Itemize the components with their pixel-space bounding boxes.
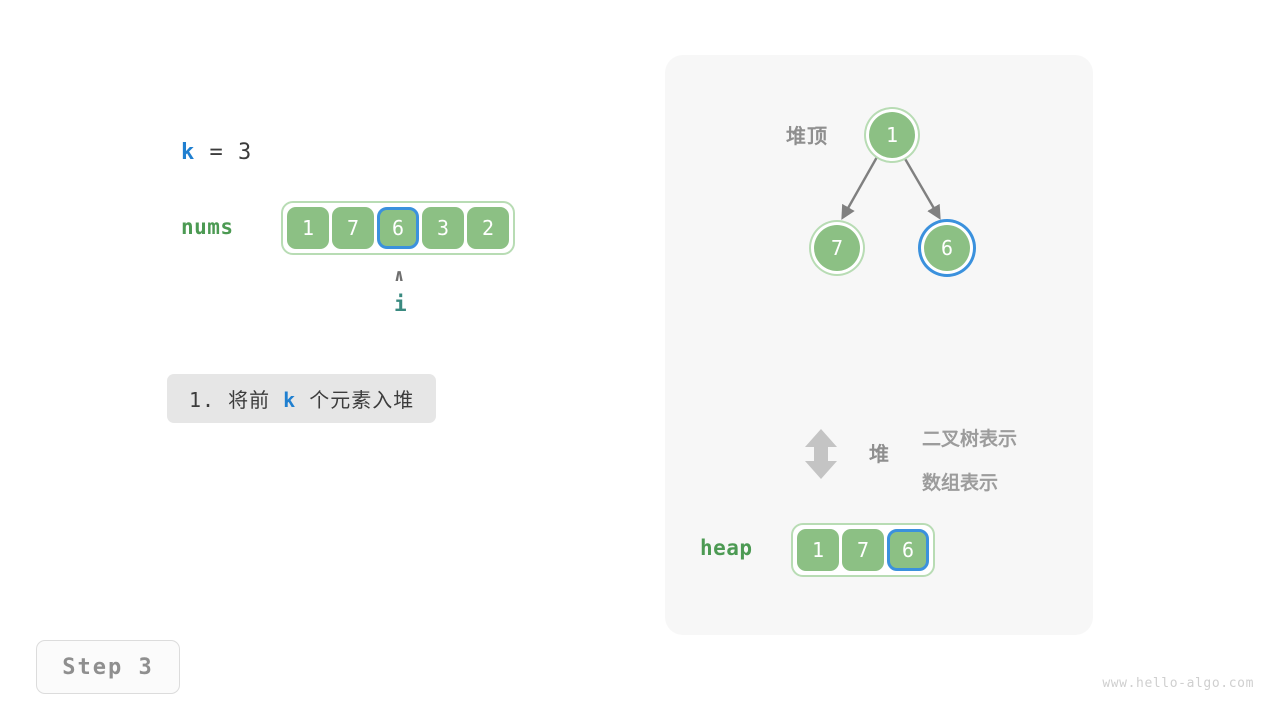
heap-cell-1: 7 [842, 529, 884, 571]
k-variable-value: 3 [238, 140, 253, 165]
heap-cell-2: 6 [887, 529, 929, 571]
nums-label: nums [181, 215, 234, 239]
step-caption-suffix: 个元素入堆 [296, 388, 415, 412]
k-equals-sign: = [209, 140, 224, 165]
nums-cell-2: 6 [377, 207, 419, 249]
step-caption-prefix: 1. 将前 [189, 388, 284, 412]
tree-node-left-child: 7 [814, 225, 860, 271]
tree-node-right-child: 6 [924, 225, 970, 271]
index-pointer-label: i [394, 292, 407, 316]
heap-top-label: 堆顶 [786, 124, 828, 148]
up-down-arrow-icon [805, 429, 837, 479]
representation-array-label: 数组表示 [922, 472, 999, 494]
k-variable-line: k = 3 [181, 140, 252, 165]
representation-tree-label: 二叉树表示 [922, 428, 1018, 450]
representation-labels: 二叉树表示 数组表示 [922, 417, 1017, 505]
step-badge: Step 3 [36, 640, 180, 694]
heap-label: heap [700, 536, 753, 560]
step-caption: 1. 将前 k 个元素入堆 [167, 374, 437, 423]
heap-array: 1 7 6 [791, 523, 935, 577]
nums-array: 1 7 6 3 2 [281, 201, 515, 255]
index-pointer-caret-icon: ∧ [394, 266, 405, 286]
watermark: www.hello-algo.com [1102, 676, 1254, 691]
nums-cell-4: 2 [467, 207, 509, 249]
edge-root-right [902, 156, 941, 220]
edge-root-left [841, 156, 879, 220]
heap-cell-0: 1 [797, 529, 839, 571]
tree-node-root: 1 [869, 112, 915, 158]
nums-cell-0: 1 [287, 207, 329, 249]
nums-cell-1: 7 [332, 207, 374, 249]
k-variable-name: k [181, 140, 196, 165]
tree-edges [841, 156, 941, 220]
nums-cell-3: 3 [422, 207, 464, 249]
heap-word-label: 堆 [869, 442, 889, 466]
step-caption-highlight: k [283, 388, 297, 412]
